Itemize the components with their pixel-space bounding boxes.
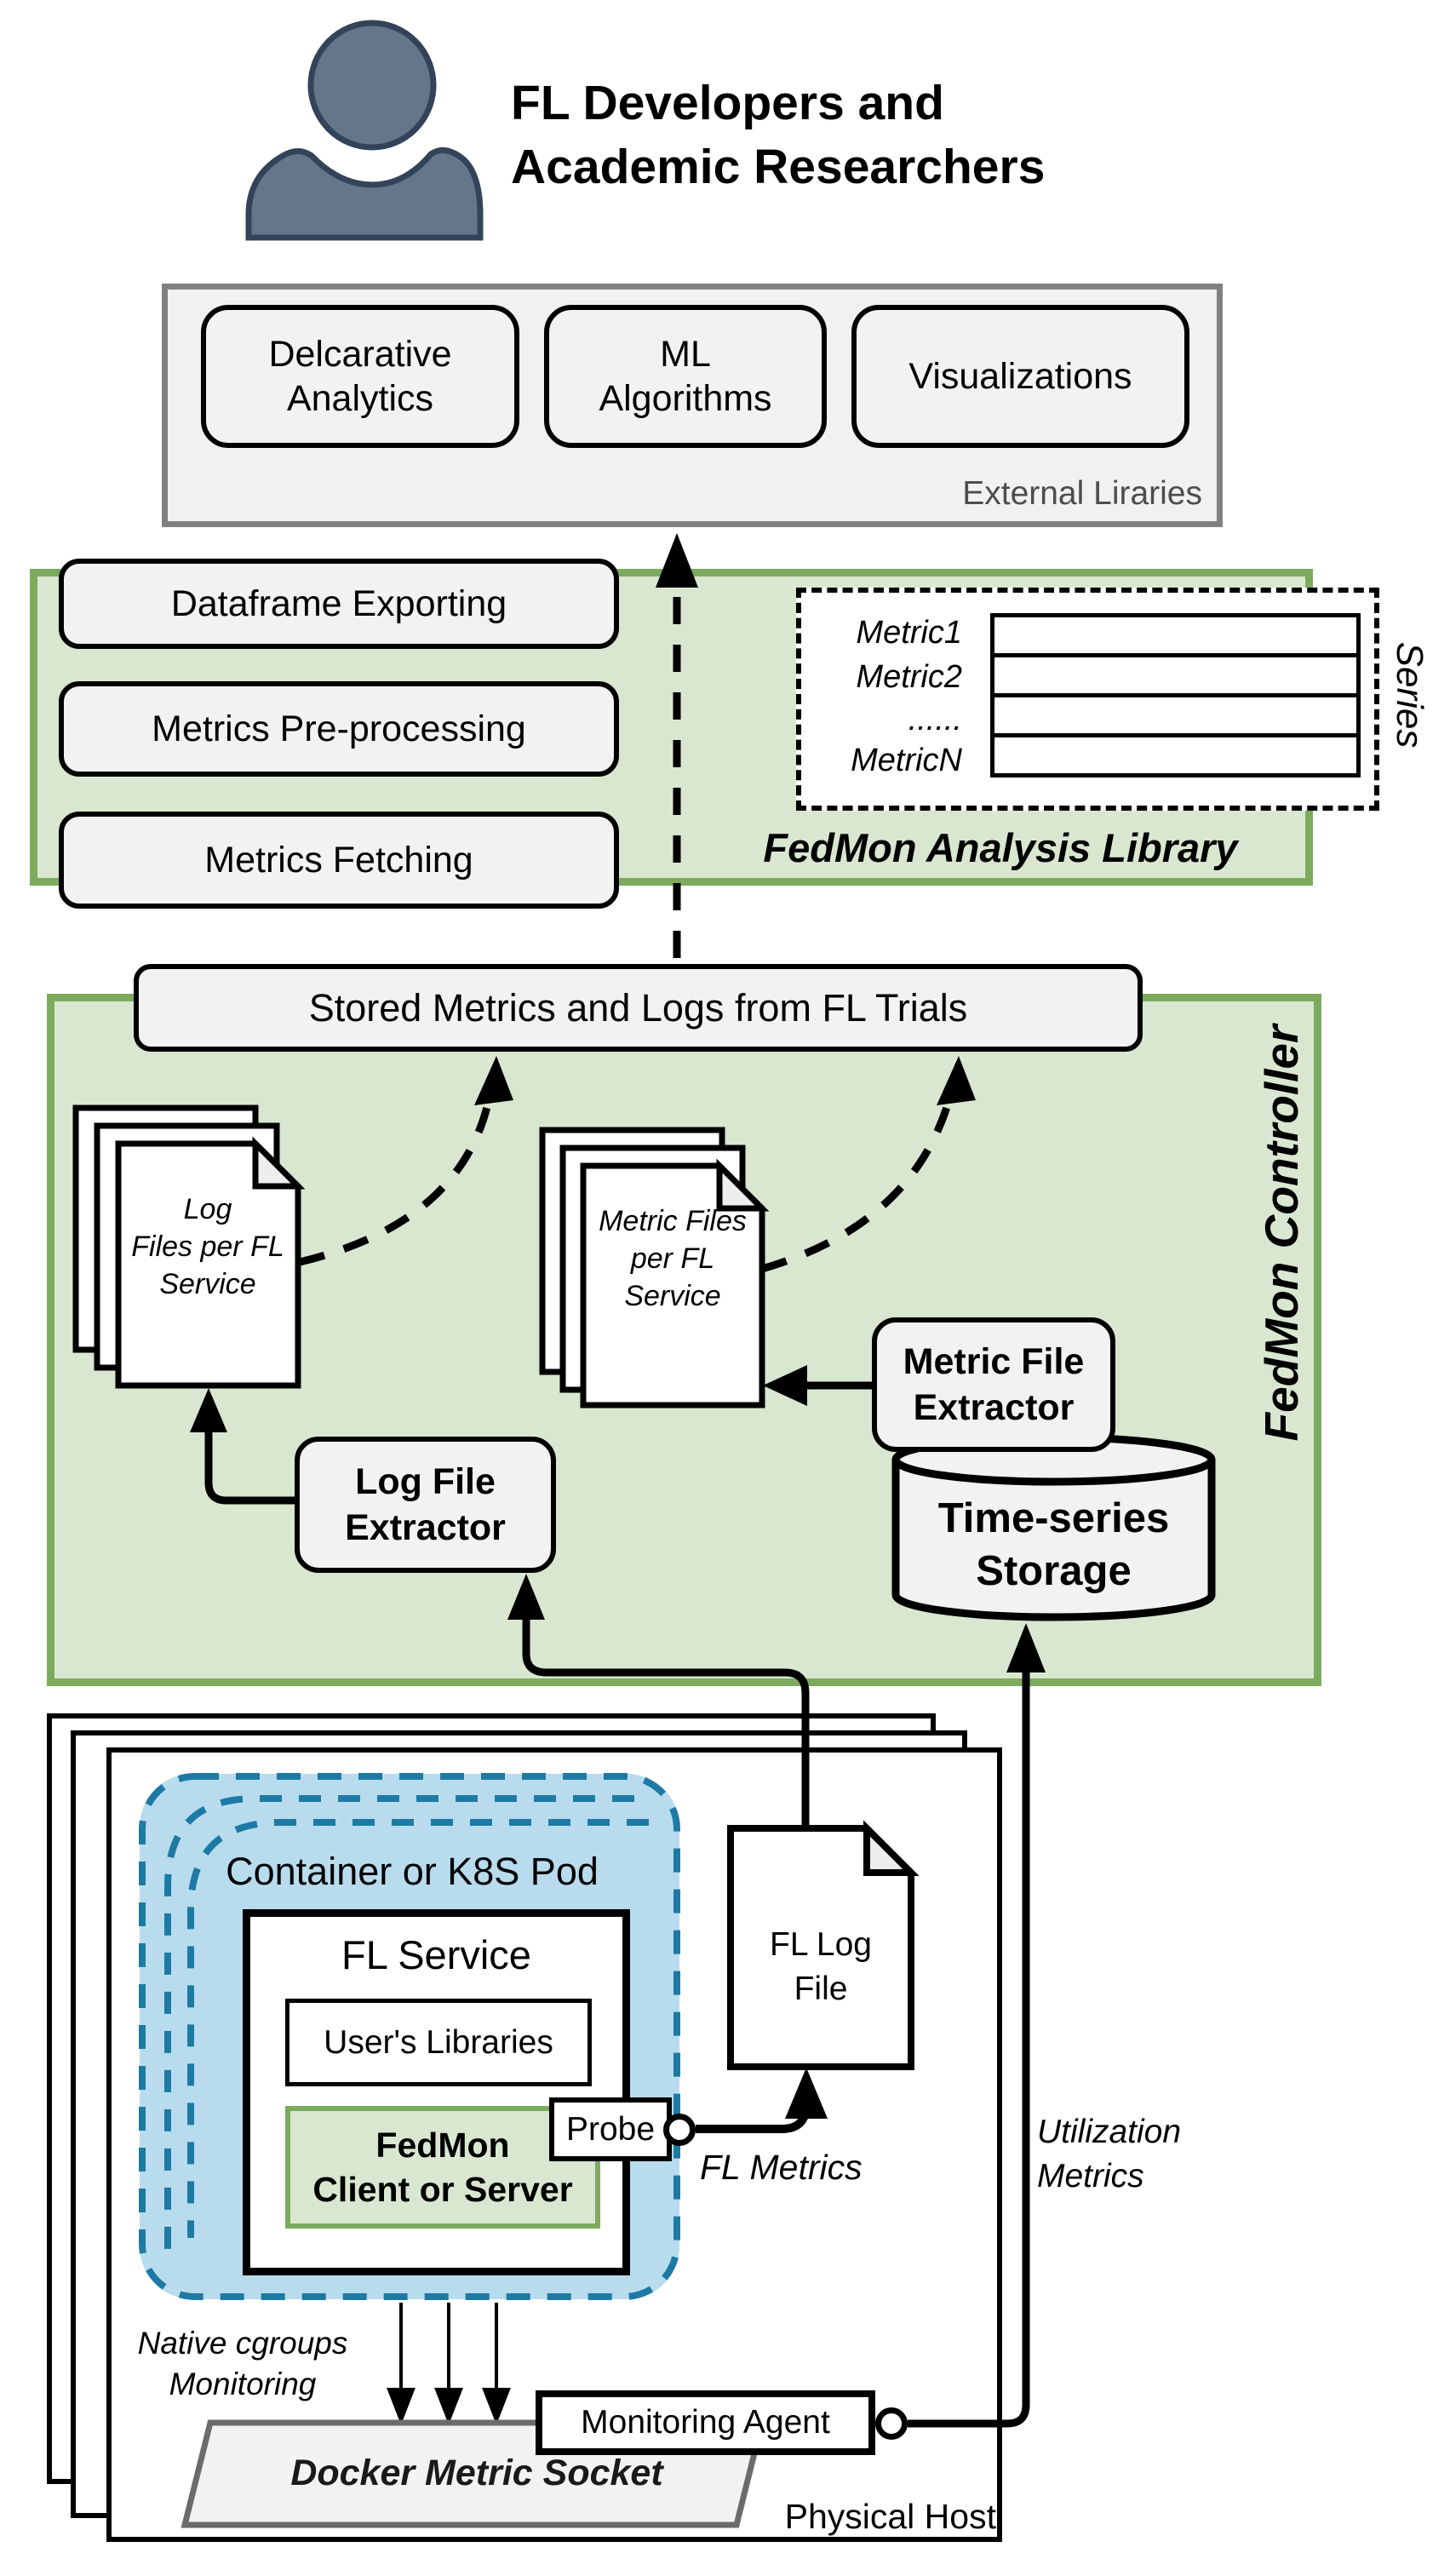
- log-file-extractor-label: Log File Extractor: [345, 1461, 506, 1548]
- button-label: Visualizations: [908, 355, 1132, 397]
- button-label: ML Algorithms: [599, 334, 772, 419]
- series-row: [990, 613, 1361, 657]
- button-label: Delcarative Analytics: [268, 334, 452, 419]
- series-rows: [990, 613, 1361, 777]
- button-ml-algorithms: ML Algorithms: [544, 305, 827, 448]
- fl-metrics-label: FL Metrics: [700, 2148, 863, 2187]
- utilization-metrics-label: Utilization Metrics: [1037, 2114, 1182, 2194]
- person-icon: [245, 20, 484, 241]
- log-file-extractor-box: Log File Extractor: [295, 1437, 556, 1573]
- users-libraries-box: User's Libraries: [285, 1999, 592, 2086]
- button-label: Metrics Fetching: [204, 839, 473, 881]
- physical-host-caption: Physical Host: [784, 2497, 996, 2536]
- series-row: [990, 733, 1361, 777]
- series-metric-label: ......: [908, 702, 962, 737]
- container-pod-label: Container or K8S Pod: [226, 1850, 599, 1893]
- page-title: FL Developers and Academic Researchers: [511, 76, 1046, 194]
- monitoring-agent-label: Monitoring Agent: [581, 2404, 830, 2441]
- button-label: Dataframe Exporting: [170, 582, 507, 624]
- metric-stack-label: Metric Files per FL Service: [599, 1205, 747, 1312]
- stored-metrics-box: Stored Metrics and Logs from FL Trials: [134, 964, 1143, 1052]
- series-rotated-label: Series: [1389, 641, 1430, 749]
- metric-file-extractor-box: Metric File Extractor: [872, 1317, 1115, 1452]
- button-metrics-preprocessing: Metrics Pre-processing: [59, 681, 619, 777]
- probe-label: Probe: [565, 2110, 656, 2148]
- monitoring-agent-box: Monitoring Agent: [536, 2390, 875, 2455]
- docker-socket-label: Docker Metric Socket: [290, 2453, 663, 2493]
- stored-metrics-label: Stored Metrics and Logs from FL Trials: [308, 985, 968, 1030]
- probe-port-circle: [663, 2114, 696, 2146]
- series-metric-label: Metric1: [856, 615, 962, 651]
- metric-file-extractor-label: Metric File Extractor: [903, 1341, 1085, 1428]
- agent-port-circle: [875, 2407, 908, 2440]
- fedmon-client-label: FedMon Client or Server: [312, 2126, 573, 2209]
- fl-log-file-label: FL Log File: [770, 1926, 872, 2007]
- button-dataframe-exporting: Dataframe Exporting: [59, 559, 619, 649]
- button-declarative-analytics: Delcarative Analytics: [201, 305, 519, 448]
- probe-box: Probe: [549, 2097, 672, 2161]
- button-visualizations: Visualizations: [851, 305, 1189, 448]
- storage-label: Time-series Storage: [937, 1495, 1170, 1594]
- series-row: [990, 653, 1361, 697]
- series-metric-label: Metric2: [856, 659, 962, 695]
- fl-service-label: FL Service: [341, 1932, 531, 1977]
- users-libraries-label: User's Libraries: [324, 2023, 553, 2061]
- button-metrics-fetching: Metrics Fetching: [59, 812, 619, 909]
- controller-rotated-title: FedMon Controller: [1255, 1024, 1308, 1442]
- log-stack-label: Log Files per FL Service: [131, 1193, 284, 1300]
- series-row: [990, 693, 1361, 737]
- native-cgroups-label: Native cgroups Monitoring: [137, 2326, 348, 2401]
- series-metric-label: MetricN: [851, 743, 962, 778]
- analysis-library-title: FedMon Analysis Library: [763, 825, 1238, 870]
- button-label: Metrics Pre-processing: [152, 708, 526, 749]
- external-libraries-caption: External Liraries: [962, 475, 1202, 512]
